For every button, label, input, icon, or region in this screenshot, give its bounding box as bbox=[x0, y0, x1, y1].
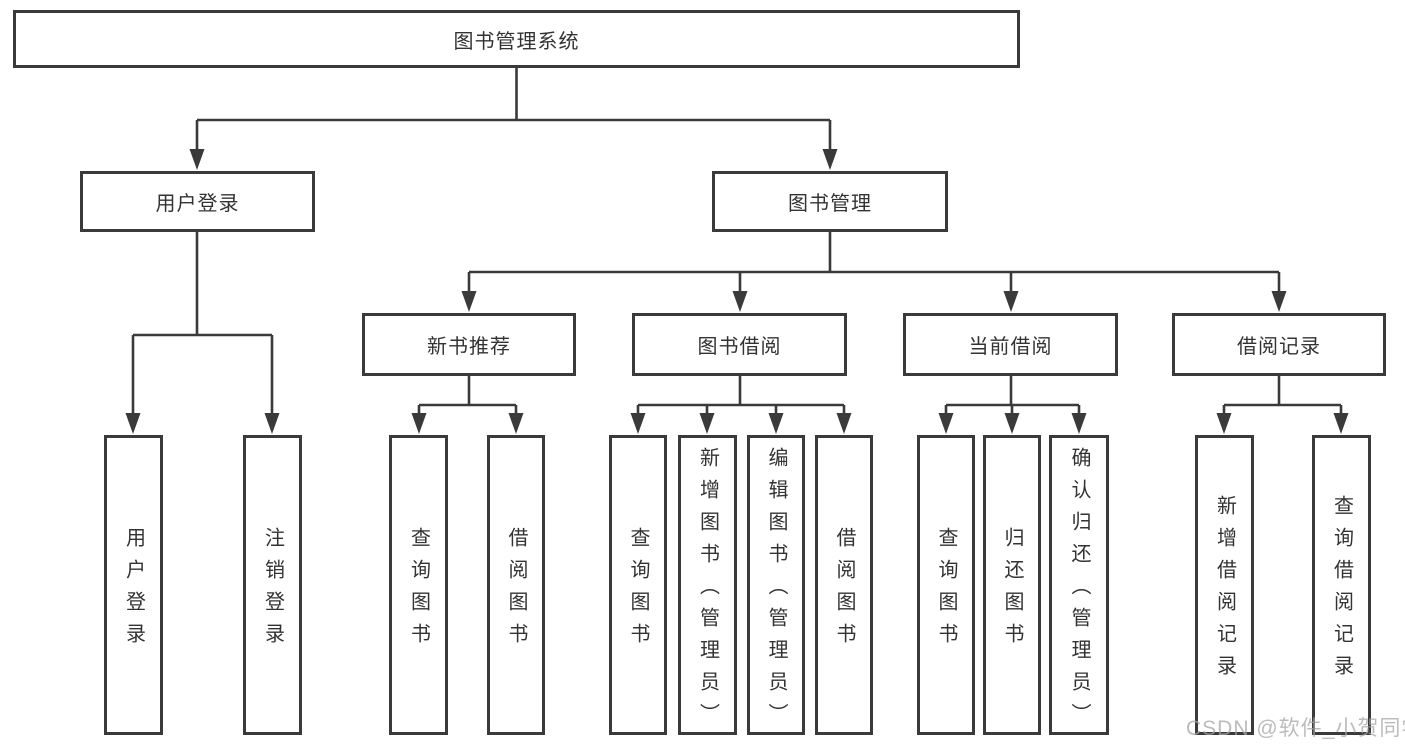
node-current-borrowing: 当前借阅 bbox=[903, 313, 1118, 376]
leaf-label: 确认归还（管理员） bbox=[1068, 447, 1090, 735]
node-label: 借阅记录 bbox=[1237, 336, 1321, 358]
leaf-logout: 注销登录 bbox=[243, 435, 302, 735]
leaf-query-borrow-record: 查询借阅记录 bbox=[1312, 435, 1371, 735]
leaf-borrow-books-recommend: 借阅图书 bbox=[487, 435, 545, 735]
node-book-management: 图书管理 bbox=[712, 171, 948, 232]
node-user-login: 用户登录 bbox=[80, 171, 315, 232]
leaf-label: 新增借阅记录 bbox=[1213, 495, 1236, 687]
leaf-label: 查询图书 bbox=[935, 527, 957, 655]
node-label: 用户登录 bbox=[155, 193, 240, 215]
leaf-label: 借阅图书 bbox=[833, 527, 855, 655]
leaf-label: 新增图书（管理员） bbox=[696, 447, 719, 735]
leaf-query-books-recommend: 查询图书 bbox=[389, 435, 448, 735]
leaf-edit-book-admin: 编辑图书（管理员） bbox=[747, 435, 805, 735]
leaf-label: 编辑图书（管理员） bbox=[765, 447, 787, 735]
node-label: 图书借阅 bbox=[697, 336, 782, 358]
node-label: 图书管理 bbox=[788, 193, 872, 215]
node-library-management-system: 图书管理系统 bbox=[13, 10, 1020, 68]
leaf-user-login: 用户登录 bbox=[104, 435, 163, 735]
csdn-watermark: CSDN @软件_小贺同学 bbox=[1186, 717, 1405, 740]
leaf-add-borrow-record: 新增借阅记录 bbox=[1195, 435, 1254, 735]
node-label: 当前借阅 bbox=[968, 336, 1053, 358]
node-book-borrowing: 图书借阅 bbox=[632, 313, 847, 376]
leaf-return-books: 归还图书 bbox=[983, 435, 1041, 735]
leaf-query-books-current: 查询图书 bbox=[917, 435, 975, 735]
leaf-borrow-books-2: 借阅图书 bbox=[815, 435, 873, 735]
leaf-add-book-admin: 新增图书（管理员） bbox=[678, 435, 737, 735]
leaf-label: 查询图书 bbox=[627, 527, 649, 655]
node-borrowing-records: 借阅记录 bbox=[1172, 313, 1386, 376]
node-label: 新书推荐 bbox=[427, 336, 511, 358]
leaf-label: 用户登录 bbox=[122, 527, 145, 655]
leaf-label: 归还图书 bbox=[1001, 527, 1023, 655]
leaf-label: 查询借阅记录 bbox=[1330, 495, 1353, 687]
leaf-label: 借阅图书 bbox=[505, 527, 527, 655]
leaf-confirm-return-admin: 确认归还（管理员） bbox=[1049, 435, 1109, 735]
node-new-book-recommend: 新书推荐 bbox=[362, 313, 576, 376]
node-label: 图书管理系统 bbox=[453, 30, 580, 53]
leaf-label: 注销登录 bbox=[261, 527, 284, 655]
leaf-query-books-borrow: 查询图书 bbox=[609, 435, 667, 735]
leaf-label: 查询图书 bbox=[407, 527, 430, 655]
